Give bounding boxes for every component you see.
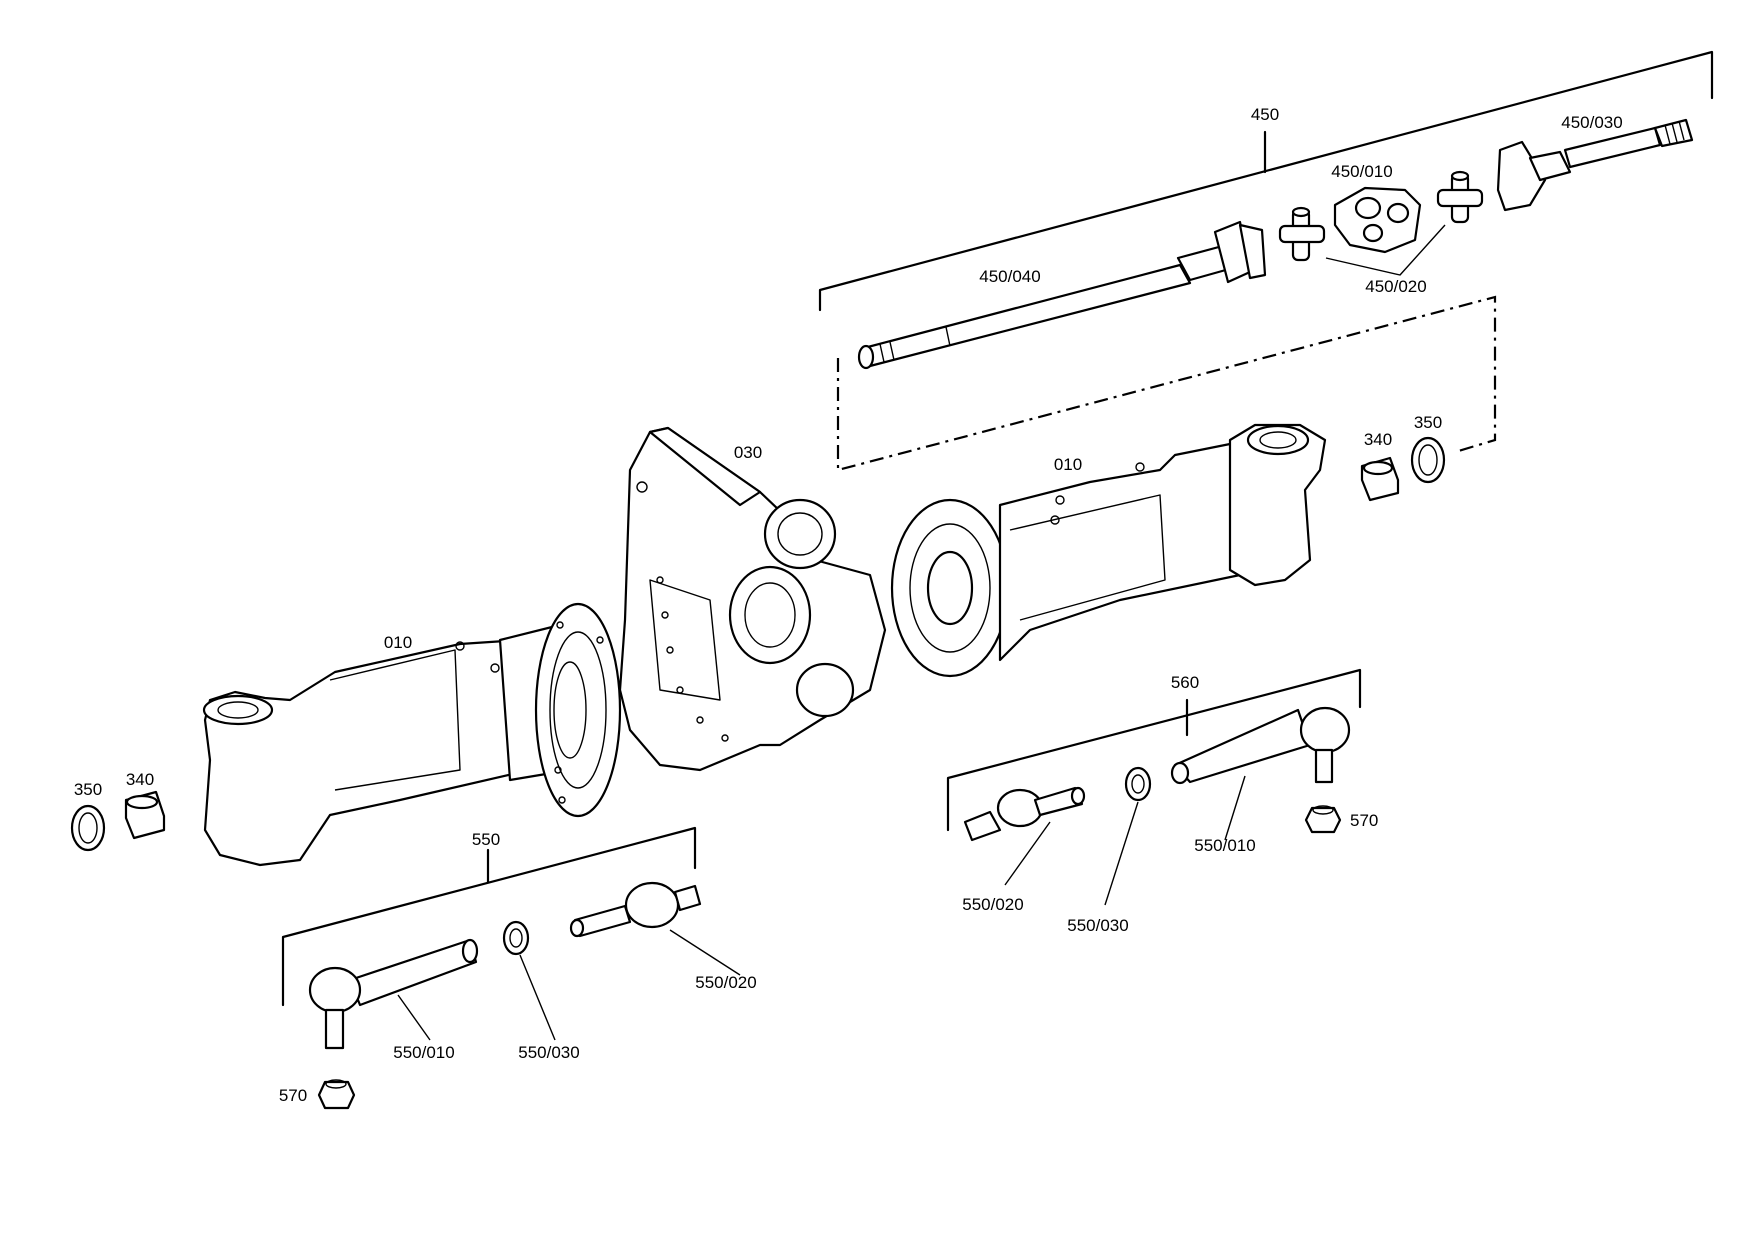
label-550-020-left: 550/020 bbox=[695, 973, 756, 992]
label-350-right: 350 bbox=[1414, 413, 1442, 432]
tie-rod-inner-550-020-left bbox=[569, 881, 702, 938]
leader-550-030-left bbox=[519, 954, 556, 1041]
label-550-030-left: 550/030 bbox=[518, 1043, 579, 1062]
label-550-010-right: 550/010 bbox=[1194, 836, 1255, 855]
nut-550-030-right bbox=[1124, 766, 1152, 802]
label-550-010-left: 550/010 bbox=[393, 1043, 454, 1062]
label-550: 550 bbox=[472, 830, 500, 849]
leader-550-020-right bbox=[1004, 821, 1051, 886]
nut-550-030-left bbox=[502, 920, 530, 956]
label-340-left: 340 bbox=[126, 770, 154, 789]
double-yoke-450-010 bbox=[1333, 186, 1422, 254]
tie-rod-end-550-010-right bbox=[1170, 706, 1351, 785]
label-450-020: 450/020 bbox=[1365, 277, 1426, 296]
stub-shaft-450-030 bbox=[1496, 118, 1694, 212]
label-450: 450 bbox=[1251, 105, 1279, 124]
leader-550-020-left bbox=[669, 929, 741, 976]
label-340-right: 340 bbox=[1364, 430, 1392, 449]
leader-550-010-right bbox=[1224, 775, 1246, 841]
label-550-020-right: 550/020 bbox=[962, 895, 1023, 914]
label-350-left: 350 bbox=[74, 780, 102, 799]
label-030: 030 bbox=[734, 443, 762, 462]
group-560-bracket bbox=[946, 668, 1362, 832]
nut-570-left bbox=[317, 1079, 356, 1110]
leader-550-030-right bbox=[1104, 801, 1139, 906]
label-570-right: 570 bbox=[1350, 811, 1378, 830]
label-570-left: 570 bbox=[279, 1086, 307, 1105]
seal-350-left bbox=[70, 804, 106, 852]
leader-550-010-left bbox=[397, 994, 431, 1041]
label-450-010: 450/010 bbox=[1331, 162, 1392, 181]
label-010-left: 010 bbox=[384, 633, 412, 652]
bushing-340-left bbox=[124, 790, 166, 840]
label-560: 560 bbox=[1171, 673, 1199, 692]
label-450-040: 450/040 bbox=[979, 267, 1040, 286]
group-550-bracket bbox=[281, 826, 697, 1007]
ujoint-cross-left bbox=[1278, 206, 1326, 262]
label-450-030: 450/030 bbox=[1561, 113, 1622, 132]
nut-570-right bbox=[1304, 805, 1342, 834]
label-550-030-right: 550/030 bbox=[1067, 916, 1128, 935]
center-housing-030 bbox=[618, 426, 887, 772]
bushing-340-right bbox=[1360, 456, 1400, 502]
ujoint-cross-right bbox=[1436, 170, 1484, 224]
leader-450-020 bbox=[1325, 224, 1446, 276]
seal-350-right bbox=[1410, 436, 1446, 484]
tie-rod-end-550-010-left bbox=[308, 938, 479, 1050]
axle-housing-010-left bbox=[202, 602, 622, 867]
axle-housing-010-right bbox=[890, 423, 1327, 678]
shaft-450-040 bbox=[857, 220, 1267, 370]
label-010-right: 010 bbox=[1054, 455, 1082, 474]
tie-rod-inner-550-020-right bbox=[963, 786, 1086, 842]
assembly-dashdot-line bbox=[836, 295, 1497, 472]
group-450-bracket bbox=[818, 50, 1714, 312]
